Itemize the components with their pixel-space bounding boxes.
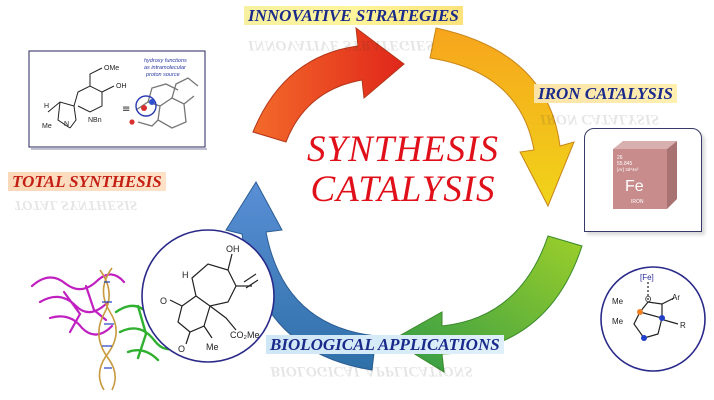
natural-product-circle: OH H O O Me CO₂Me [141, 229, 275, 363]
atom-blue-1 [641, 335, 647, 341]
banner-iron-reflection: IRON CATALYSIS [540, 111, 660, 127]
label-equiv: ≡ [122, 104, 130, 115]
alkaloid-skeleton [47, 67, 115, 129]
note-line1: hydroxy functions [144, 58, 187, 64]
note-line2: as intramolecular [144, 65, 187, 71]
label-me-top: Me [612, 297, 624, 306]
iron-complex-circle: [Fe] O Me Me Ar R [600, 266, 706, 372]
note-line3: proton source [145, 72, 180, 78]
label-product-co2me: CO₂Me [230, 330, 260, 340]
atom-carbon-orange [637, 309, 643, 315]
banner-total-synthesis: TOTAL SYNTHESIS [8, 172, 166, 192]
alkaloid-structure-panel: OMe OH NBn H Me N ≡ hydroxy functions as… [28, 50, 207, 150]
banner-biological-reflection: BIOLOGICAL APPLICATIONS [270, 363, 473, 379]
ball-and-stick-model [135, 77, 199, 129]
atom-nitrogen [149, 99, 155, 105]
dna-helix [98, 267, 117, 391]
arrow-red [252, 26, 405, 143]
banner-iron-catalysis: IRON CATALYSIS [534, 84, 677, 104]
label-ar: Ar [672, 293, 680, 302]
complex-bonds [633, 282, 679, 339]
center-line-synthesis: SYNTHESIS [307, 129, 499, 170]
banner-biological-applications: BIOLOGICAL APPLICATIONS [266, 335, 504, 355]
label-me: Me [42, 123, 52, 130]
label-oh: OH [116, 83, 127, 90]
label-product-o2: O [178, 344, 185, 354]
banner-total-reflection: TOTAL SYNTHESIS [14, 197, 138, 212]
banner-innovative-reflection: INNOVATIVE STRATEGIES [248, 37, 435, 53]
label-product-me: Me [206, 342, 219, 352]
label-product-oh: OH [226, 244, 240, 254]
atom-blue-2 [659, 315, 665, 321]
label-product-o1: O [160, 296, 167, 306]
highlight-circle [135, 95, 157, 117]
iron-cube: 26 55.845 [Ar] 3d⁶4s² Fe IRON [613, 141, 677, 209]
label-r: R [680, 321, 686, 330]
label-ome: OMe [104, 65, 119, 72]
iron-mass: 55.845 [617, 161, 633, 167]
arrow-orange-yellow [429, 27, 575, 208]
label-nbn: NBn [88, 117, 102, 124]
product-skeleton [169, 253, 259, 345]
label-o: O [645, 295, 651, 304]
label-product-h: H [182, 270, 189, 280]
banner-innovative-strategies: INNOVATIVE STRATEGIES [244, 6, 463, 26]
label-fe: [Fe] [640, 273, 654, 282]
iron-element-panel: 26 55.845 [Ar] 3d⁶4s² Fe IRON [584, 128, 702, 232]
iron-name: IRON [631, 199, 644, 205]
label-me-bottom: Me [612, 317, 624, 326]
dna-bases [102, 281, 114, 369]
label-h: H [44, 103, 49, 110]
iron-symbol: Fe [625, 178, 644, 195]
protein-magenta [30, 273, 126, 336]
label-n: N [64, 121, 69, 128]
center-line-catalysis: CATALYSIS [310, 169, 496, 210]
atom-oxygen [141, 105, 147, 111]
iron-atomic-number: 26 [617, 155, 623, 161]
iron-config: [Ar] 3d⁶4s² [617, 167, 639, 172]
atom-oxygen-2 [129, 119, 135, 125]
center-title: SYNTHESIS CATALYSIS [288, 130, 518, 210]
